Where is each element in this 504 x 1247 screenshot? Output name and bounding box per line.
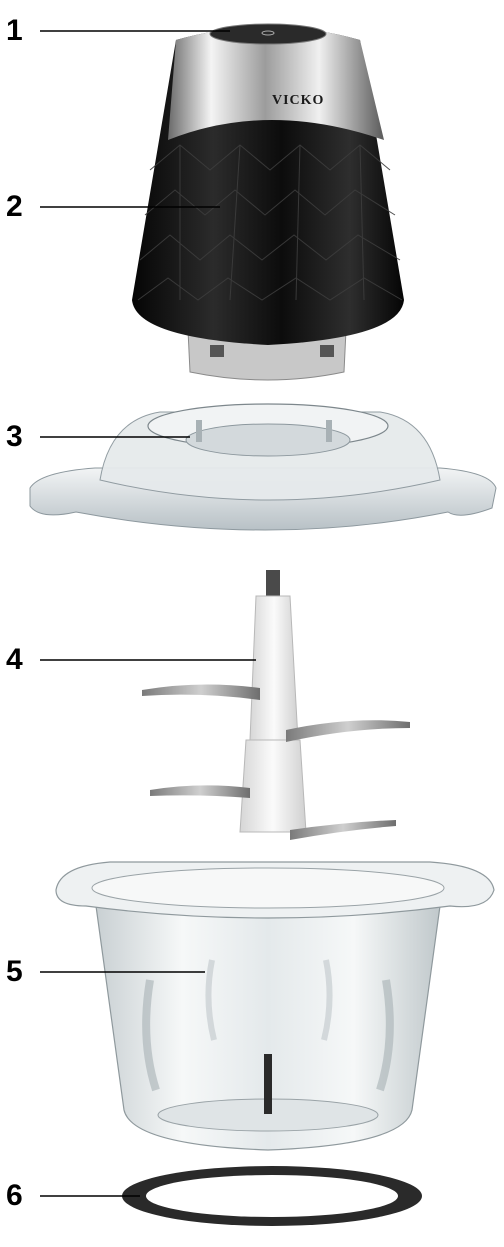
blade-holder-lower bbox=[240, 740, 306, 832]
blade-holder-upper bbox=[250, 596, 298, 740]
top-button bbox=[210, 24, 326, 44]
callout-number-6: 6 bbox=[6, 1181, 23, 1211]
anti-slip-ring bbox=[122, 1166, 422, 1226]
blade-upper-left bbox=[142, 684, 260, 700]
glass-bowl-spindle bbox=[264, 1054, 272, 1114]
callout-number-2: 2 bbox=[6, 192, 23, 222]
callout-number-1: 1 bbox=[6, 16, 23, 46]
lid-clip bbox=[326, 420, 332, 442]
blade-assembly bbox=[142, 570, 410, 840]
blade-shaft-tip bbox=[266, 570, 280, 596]
callout-number-3: 3 bbox=[6, 422, 23, 452]
lid-inner-opening bbox=[186, 424, 350, 456]
motor-unit: VICKO bbox=[132, 24, 404, 380]
blade-lower-left bbox=[150, 785, 250, 798]
callout-number-4: 4 bbox=[6, 645, 23, 675]
callout-number-5: 5 bbox=[6, 957, 23, 987]
brand-logo: VICKO bbox=[272, 93, 324, 108]
anti-slip-ring-inner bbox=[146, 1175, 398, 1217]
lid bbox=[30, 404, 496, 530]
lid-clip bbox=[196, 420, 202, 442]
motor-collar-slot bbox=[320, 345, 334, 357]
glass-bowl bbox=[56, 862, 494, 1150]
glass-bowl-opening bbox=[92, 868, 444, 908]
blade-upper-right bbox=[286, 720, 410, 742]
motor-collar-slot bbox=[210, 345, 224, 357]
